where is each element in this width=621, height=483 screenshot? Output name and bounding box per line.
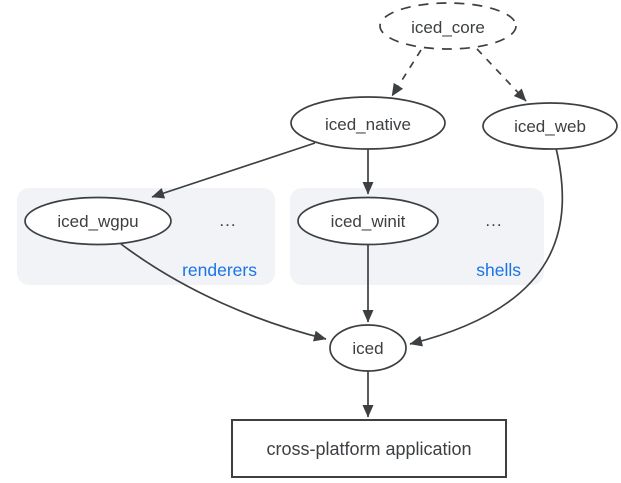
app-label: cross-platform application: [266, 439, 471, 459]
node-cross-platform-application: cross-platform application: [231, 419, 507, 478]
iced_native-label: iced_native: [325, 115, 411, 134]
iced_web-label: iced_web: [514, 117, 586, 136]
node-iced_core: iced_core: [379, 2, 517, 50]
shells-group-label: shells: [476, 260, 521, 280]
edge-iced_wgpu-iced: [120, 243, 327, 342]
renderers-ellipsis: ...: [219, 211, 236, 230]
iced-ellipse: [329, 324, 407, 372]
iced_native-ellipse: [290, 96, 446, 150]
node-iced: iced: [329, 324, 407, 372]
edge-iced_native-iced_wgpu: [151, 142, 316, 199]
node-iced_winit: iced_winit: [297, 196, 439, 246]
iced_core-label: iced_core: [411, 18, 485, 37]
app-rect: [231, 419, 507, 478]
iced_winit-label: iced_winit: [331, 212, 406, 231]
iced_winit-ellipse: [297, 196, 439, 246]
node-iced_native: iced_native: [290, 96, 446, 150]
edge-iced_core-iced_web: [476, 48, 527, 102]
iced_web-ellipse: [482, 102, 618, 150]
edge-iced_web-iced: [409, 147, 564, 347]
node-iced_web: iced_web: [482, 102, 618, 150]
iced_wgpu-ellipse: [24, 196, 172, 246]
iced-label: iced: [352, 339, 383, 358]
renderers-group-label: renderers: [182, 260, 257, 280]
node-iced_wgpu: iced_wgpu: [24, 196, 172, 246]
iced_wgpu-label: iced_wgpu: [57, 212, 138, 231]
shells-ellipsis: ...: [485, 211, 502, 230]
edge-iced_core-iced_native: [391, 49, 422, 97]
iced_core-ellipse: [379, 2, 517, 50]
